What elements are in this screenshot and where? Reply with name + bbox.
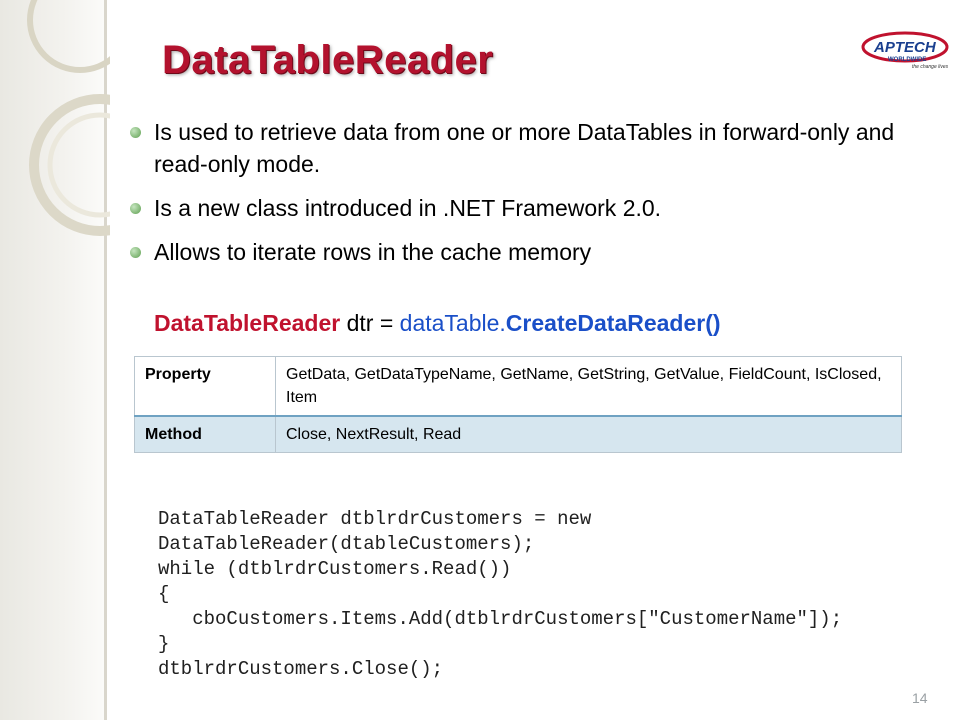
bullet-item: Is used to retrieve data from one or mor… [130, 116, 910, 180]
logo-tagline-text: the change lives [912, 64, 949, 70]
logo-sub-text: WORLDWIDE [888, 57, 926, 63]
code-example-line: DataTableReader dtr = dataTable.CreateDa… [154, 310, 721, 337]
bullet-dot-icon [130, 127, 141, 138]
bullet-list: Is used to retrieve data from one or mor… [130, 116, 910, 280]
code-block-line: cboCustomers.Items.Add(dtblrdrCustomers[… [158, 608, 843, 630]
table-value-cell: GetData, GetDataTypeName, GetName, GetSt… [275, 356, 902, 417]
bullet-text: Is used to retrieve data from one or mor… [154, 119, 895, 177]
bullet-dot-icon [130, 203, 141, 214]
table-row: Method Close, NextResult, Read [134, 415, 902, 453]
bullet-item: Is a new class introduced in .NET Framew… [130, 192, 910, 224]
slide-title: DataTableReader [162, 38, 494, 82]
code-block-line: dtblrdrCustomers.Close(); [158, 658, 444, 680]
table-key-cell: Method [134, 415, 276, 453]
table-row: Property GetData, GetDataTypeName, GetNa… [134, 356, 902, 417]
code-block-line: { [158, 583, 170, 605]
code-block-line: while (dtblrdrCustomers.Read()) [158, 558, 512, 580]
members-table: Property GetData, GetDataTypeName, GetNa… [134, 356, 902, 453]
bullet-dot-icon [130, 247, 141, 258]
code-object: dataTable. [399, 310, 506, 336]
code-block-line: DataTableReader(dtableCustomers); [158, 533, 535, 555]
code-method: CreateDataReader() [505, 310, 721, 336]
bullet-text: Is a new class introduced in .NET Framew… [154, 195, 662, 221]
logo-brand-text: APTECH [873, 39, 937, 56]
bullet-item: Allows to iterate rows in the cache memo… [130, 236, 910, 268]
page-number: 14 [912, 690, 928, 706]
decorative-rings [27, 0, 110, 236]
code-block-line: DataTableReader dtblrdrCustomers = new [158, 508, 592, 530]
code-type-name: DataTableReader [154, 310, 341, 336]
table-value-cell: Close, NextResult, Read [275, 415, 902, 453]
bullet-text: Allows to iterate rows in the cache memo… [154, 239, 592, 265]
aptech-logo: APTECH WORLDWIDE the change lives [861, 31, 949, 70]
table-key-cell: Property [134, 356, 276, 417]
code-variable: dtr = [340, 310, 400, 336]
left-divider-rule [104, 0, 107, 720]
code-block-line: } [158, 633, 170, 655]
